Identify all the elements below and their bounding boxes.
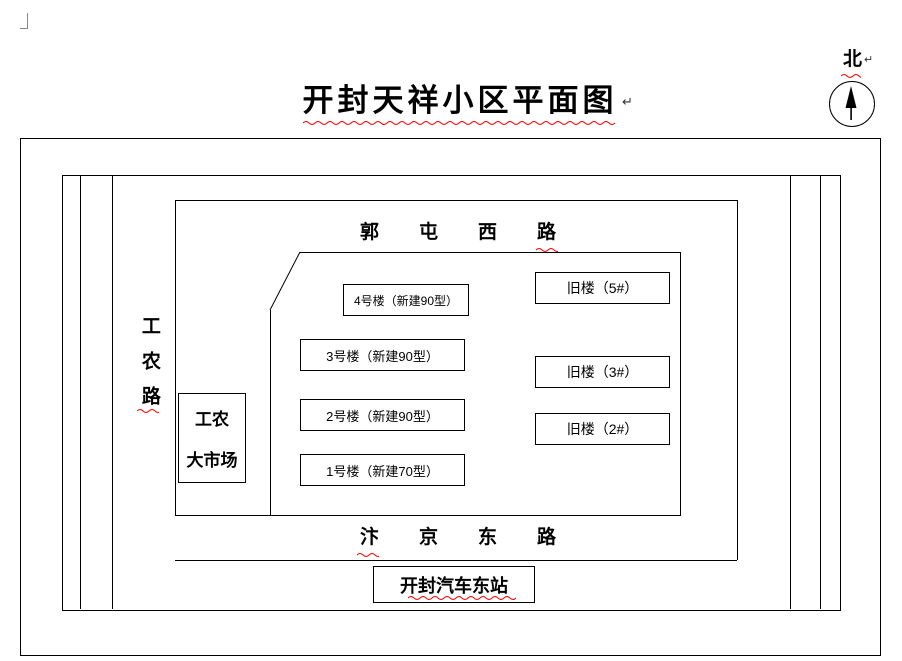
spellcheck-underline-gongnong bbox=[137, 409, 159, 413]
gongnong-road-east-edge bbox=[112, 176, 113, 609]
paragraph-mark-title: ↵ bbox=[622, 94, 633, 109]
spellcheck-underline-guotun bbox=[536, 248, 558, 252]
margin-crop-mark-vertical bbox=[27, 13, 28, 29]
parcel-south-edge bbox=[175, 515, 681, 516]
building-label: 4号楼（新建90型） bbox=[353, 293, 459, 308]
building-label: 旧楼（2#） bbox=[566, 421, 639, 437]
parcel-west-edge bbox=[175, 200, 176, 515]
road-label-guotun-west[interactable]: 郭屯西路 bbox=[360, 222, 597, 243]
cluster-chamfer-line bbox=[269, 251, 301, 311]
building-box-1[interactable]: 1号楼（新建70型） bbox=[300, 454, 465, 486]
spellcheck-underline-station bbox=[408, 596, 516, 600]
spellcheck-underline-north bbox=[841, 74, 861, 78]
spellcheck-underline-bianjing bbox=[357, 553, 379, 557]
outer-frame bbox=[20, 138, 881, 656]
bianjing-road-south-edge bbox=[175, 560, 737, 561]
cluster-west-edge bbox=[270, 310, 271, 515]
old-building-box-5[interactable]: 旧楼（5#） bbox=[535, 272, 670, 304]
paragraph-mark-north: ↵ bbox=[864, 54, 874, 66]
north-arrow-icon bbox=[845, 85, 856, 120]
road-label-gongnong[interactable]: 工农路 bbox=[138, 316, 160, 421]
station-label: 开封汽车东站 bbox=[400, 575, 508, 596]
old-building-box-3[interactable]: 旧楼（3#） bbox=[535, 356, 670, 388]
cluster-north-edge bbox=[300, 252, 680, 253]
compass-north-label[interactable]: 北 bbox=[843, 49, 863, 70]
map-border bbox=[62, 175, 841, 611]
block-east-boundary bbox=[737, 200, 738, 560]
building-box-2[interactable]: 2号楼（新建90型） bbox=[300, 399, 465, 431]
margin-crop-mark-horizontal bbox=[20, 28, 28, 29]
spellcheck-underline-title bbox=[303, 121, 615, 125]
building-label: 旧楼（5#） bbox=[566, 280, 639, 296]
building-box-3[interactable]: 3号楼（新建90型） bbox=[300, 339, 465, 371]
old-building-box-2[interactable]: 旧楼（2#） bbox=[535, 413, 670, 445]
building-label: 3号楼（新建90型） bbox=[326, 348, 439, 364]
east-road-east-edge bbox=[820, 176, 821, 609]
page-title[interactable]: 开封天祥小区平面图 bbox=[302, 83, 618, 118]
building-label: 1号楼（新建70型） bbox=[326, 463, 439, 479]
cluster-east-edge bbox=[680, 252, 681, 515]
building-label: 旧楼（3#） bbox=[566, 364, 639, 380]
gongnong-road-west-edge bbox=[80, 176, 81, 609]
market-name-line2: 大市场 bbox=[186, 451, 238, 470]
guotun-road-north-edge bbox=[175, 200, 737, 201]
east-road-west-edge bbox=[790, 176, 791, 609]
market-box[interactable]: 工农 大市场 bbox=[178, 393, 246, 483]
building-box-4[interactable]: 4号楼（新建90型） bbox=[343, 284, 469, 316]
compass[interactable] bbox=[829, 81, 875, 127]
building-label: 2号楼（新建90型） bbox=[326, 408, 439, 424]
market-name-line1: 工农 bbox=[195, 410, 229, 429]
road-label-bianjing-east[interactable]: 汴京东路 bbox=[360, 527, 597, 548]
